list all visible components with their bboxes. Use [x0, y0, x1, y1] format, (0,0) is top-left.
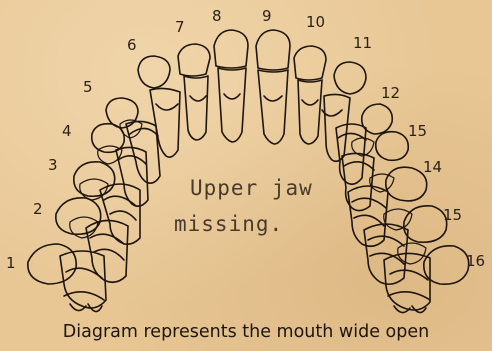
tooth-10: [294, 46, 326, 144]
tooth-number-4: 4: [62, 124, 72, 139]
tooth-number-6: 6: [127, 38, 137, 53]
tooth-number-11: 11: [353, 36, 372, 51]
note-line-1: Upper jaw: [190, 178, 313, 199]
diagram-caption: Diagram represents the mouth wide open: [0, 324, 492, 342]
tooth-number-8: 8: [212, 9, 222, 24]
tooth-1: [28, 244, 106, 312]
tooth-number-1: 1: [6, 256, 16, 271]
tooth-number-9: 9: [262, 9, 272, 24]
tooth-6: [138, 56, 180, 157]
tooth-5: [106, 98, 160, 183]
tooth-7: [178, 44, 210, 140]
tooth-number-12: 12: [381, 86, 400, 101]
note-line-2: missing.: [174, 214, 283, 235]
tooth-number-5: 5: [83, 80, 93, 95]
tooth-9: [256, 30, 290, 144]
tooth-number-10: 10: [306, 15, 325, 30]
tooth-number-15-lower: 15: [443, 208, 462, 223]
tooth-14: [348, 167, 427, 246]
tooth-8: [214, 30, 248, 142]
tooth-11: [322, 62, 366, 161]
tooth-number-2: 2: [33, 202, 43, 217]
tooth-number-16: 16: [466, 254, 485, 269]
tooth-number-14: 14: [423, 160, 442, 175]
tooth-number-7: 7: [175, 20, 185, 35]
tooth-number-15-upper: 15: [408, 124, 427, 139]
tooth-16: [384, 246, 469, 313]
tooth-number-3: 3: [48, 158, 58, 173]
